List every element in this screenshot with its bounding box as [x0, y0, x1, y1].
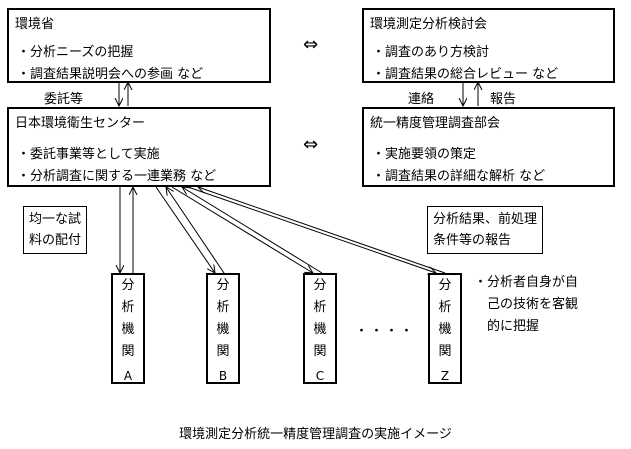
center-item-2: ・分析調査に関する一連業務 など [17, 169, 217, 184]
lab-b-char-1: 分 [216, 278, 230, 293]
side-note-line-3: 的に把握 [487, 319, 540, 334]
contact-label: 連絡 [408, 92, 435, 107]
arrow-center-to-lab-c [171, 186, 313, 273]
double-arrow-middle: ⇔ [303, 134, 319, 155]
lab-box-b: 分 析 機 関 B [206, 273, 240, 384]
lab-box-a: 分 析 機 関 A [111, 273, 145, 384]
lab-b-suffix: B [218, 369, 228, 383]
lab-b-char-3: 機 [216, 322, 230, 337]
lab-a-char-4: 関 [121, 344, 135, 359]
lab-c-char-1: 分 [313, 278, 327, 293]
ellipsis-dots: ・・・・ [355, 324, 416, 339]
lab-b-char-4: 関 [216, 344, 230, 359]
double-arrow-top: ⇔ [303, 34, 319, 55]
lab-c-char-3: 機 [313, 322, 327, 337]
arrow-center-to-lab-z [187, 186, 436, 273]
subcommittee-title: 統一精度管理調査部会 [370, 116, 501, 131]
diagram-caption: 環境測定分析統一精度管理調査の実施イメージ [179, 427, 452, 442]
arrow-lab-z-to-center [198, 187, 446, 274]
lab-box-c: 分 析 機 関 C [303, 273, 337, 384]
results-report-note: 分析結果、前処理 条件等の報告 [427, 206, 544, 254]
subcommittee-item-2: ・調査結果の詳細な解析 など [372, 169, 546, 184]
lab-b-char-2: 析 [216, 300, 230, 315]
results-report-note-line-2: 条件等の報告 [433, 233, 512, 248]
review-committee-title: 環境測定分析検討会 [370, 17, 488, 32]
distribution-note-line-2: 料の配付 [29, 233, 82, 248]
entrust-label: 委託等 [44, 92, 84, 107]
lab-a-char-1: 分 [121, 278, 135, 293]
lab-c-suffix: C [315, 369, 325, 383]
center-box: 日本環境衛生センター ・委託事業等として実施 ・分析調査に関する一連業務 など [7, 107, 271, 187]
lab-z-char-3: 機 [438, 322, 452, 337]
results-report-note-line-1: 分析結果、前処理 [433, 212, 538, 227]
subcommittee-box: 統一精度管理調査部会 ・実施要領の策定 ・調査結果の詳細な解析 など [362, 107, 615, 187]
report-label: 報告 [490, 92, 517, 107]
distribution-note: 均一な試 料の配付 [23, 206, 88, 254]
lab-a-char-3: 機 [121, 322, 135, 337]
review-committee-box: 環境測定分析検討会 ・調査のあり方検討 ・調査結果の総合レビュー など [362, 8, 615, 83]
side-note-line-2: 己の技術を客観 [487, 297, 579, 312]
lab-a-suffix: A [123, 369, 133, 383]
side-note: ・分析者自身が自 己の技術を客観 的に把握 [474, 272, 578, 338]
arrow-center-to-lab-b [155, 186, 215, 273]
subcommittee-item-1: ・実施要領の策定 [372, 147, 477, 162]
env-ministry-title: 環境省 [15, 17, 55, 32]
review-committee-item-2: ・調査結果の総合レビュー など [372, 67, 559, 82]
center-title: 日本環境衛生センター [15, 116, 146, 131]
distribution-note-line-1: 均一な試 [29, 212, 82, 227]
lab-c-char-4: 関 [313, 344, 327, 359]
review-committee-item-1: ・調査のあり方検討 [372, 45, 490, 60]
lab-a-char-2: 析 [121, 300, 135, 315]
lab-z-char-4: 関 [438, 344, 452, 359]
lab-z-char-1: 分 [438, 278, 452, 293]
lab-c-char-2: 析 [313, 300, 327, 315]
lab-z-char-2: 析 [438, 300, 452, 315]
arrow-lab-b-to-center [166, 187, 225, 274]
arrow-lab-c-to-center [182, 187, 323, 274]
lab-z-suffix: Z [440, 369, 450, 383]
side-note-line-1: ・分析者自身が自 [474, 275, 579, 290]
env-ministry-item-2: ・調査結果説明会への参画 など [17, 67, 204, 82]
center-item-1: ・委託事業等として実施 [17, 147, 160, 162]
lab-box-z: 分 析 機 関 Z [428, 273, 462, 384]
env-ministry-item-1: ・分析ニーズの把握 [17, 45, 134, 60]
env-ministry-box: 環境省 ・分析ニーズの把握 ・調査結果説明会への参画 など [7, 8, 271, 83]
